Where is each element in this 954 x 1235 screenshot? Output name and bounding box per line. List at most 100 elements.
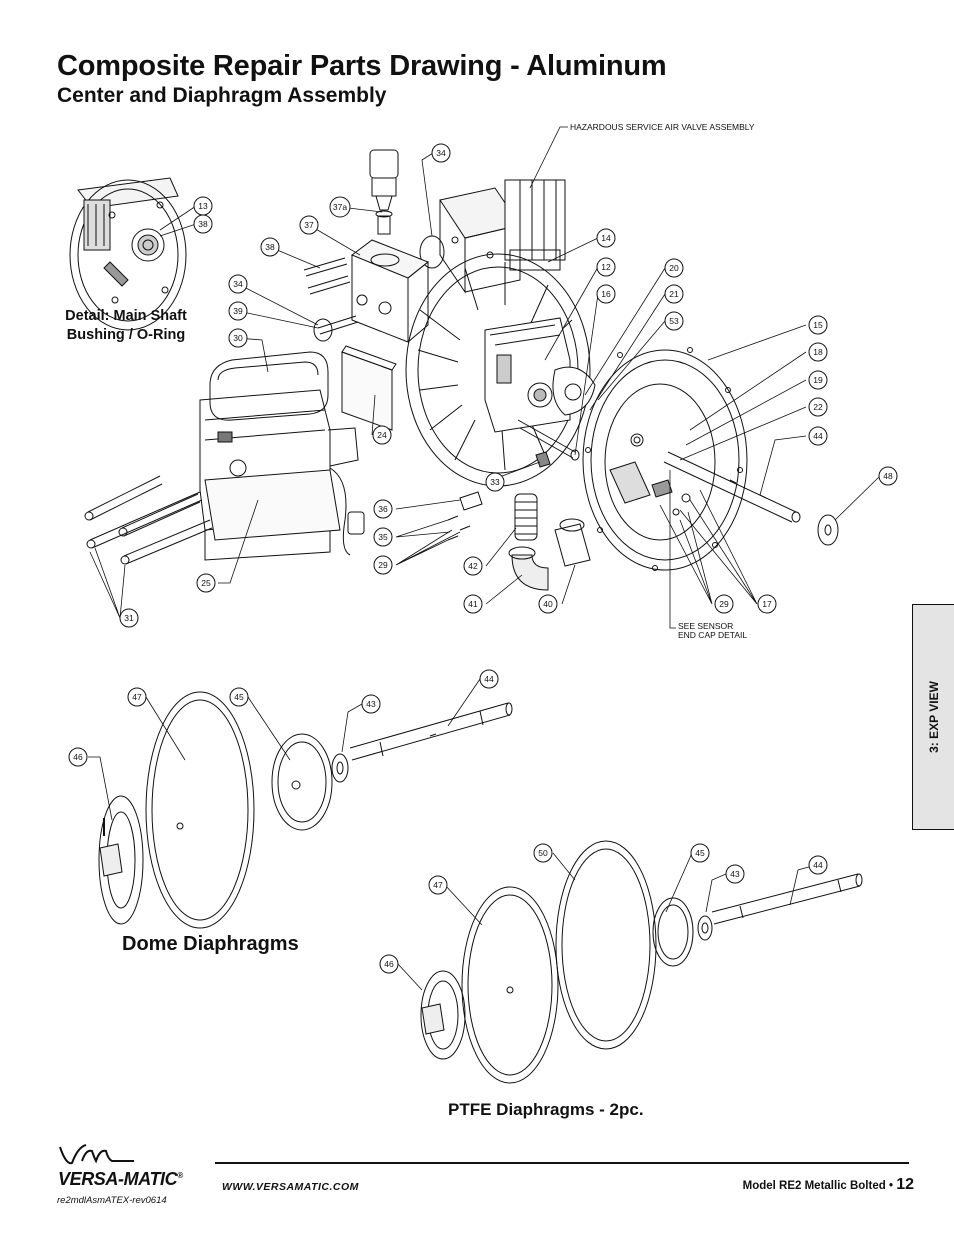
washer-48 [817, 514, 839, 546]
main-shaft-44 [663, 451, 801, 523]
fitting-40 [554, 518, 591, 567]
drawing-annotations: HAZARDOUS SERVICE AIR VALVE ASSEMBLY SEE… [570, 122, 755, 640]
callout-34: 34 [233, 279, 243, 289]
washer-43-ptfe [697, 915, 713, 941]
detail-label-line2: Bushing / O-Ring [66, 327, 186, 343]
callout-53: 53 [669, 316, 679, 326]
callout-20: 20 [669, 263, 679, 273]
callout-24: 24 [377, 430, 387, 440]
shaft-44-ptfe [711, 873, 861, 925]
callout-37a: 37a [333, 202, 347, 212]
brand-name: VERSA-MATIC [58, 1169, 178, 1189]
dome-diaphragm-47 [145, 691, 255, 929]
inner-piston-45 [271, 733, 333, 831]
callout-47-dome: 47 [132, 692, 142, 702]
footer-website-link[interactable]: WWW.VERSAMATIC.COM [222, 1181, 359, 1193]
callout-36: 36 [378, 504, 388, 514]
section-tab-label: 3: EXP VIEW [926, 681, 941, 753]
sensor-note-line2: END CAP DETAIL [678, 630, 747, 640]
hazardous-air-valve-block [439, 179, 566, 294]
callout-38-detail: 38 [198, 219, 208, 229]
callout-circles [68, 143, 898, 974]
callout-44-ptfe: 44 [813, 860, 823, 870]
ptfe-diaphragm-group [420, 840, 863, 1084]
callout-44-dome: 44 [484, 674, 494, 684]
callout-46-dome: 46 [73, 752, 83, 762]
inner-piston-45-ptfe [652, 897, 694, 967]
vm-script-icon [59, 1144, 134, 1165]
callout-14: 14 [601, 233, 611, 243]
section-tab[interactable]: 3: EXP VIEW [912, 604, 954, 830]
detail-main-shaft-bushing [69, 177, 187, 331]
sensor-note-line1: SEE SENSOR [678, 621, 733, 631]
shaft-44-dome [349, 702, 511, 761]
washer-48-hole [824, 524, 832, 536]
washer-43 [331, 753, 349, 783]
bumper-33 [535, 451, 551, 468]
brand-registered-mark: ® [177, 1171, 183, 1180]
callout-35: 35 [378, 532, 388, 542]
callout-17: 17 [762, 599, 772, 609]
dome-diaphragms-label: Dome Diaphragms [122, 933, 299, 955]
leader-lines [88, 126, 881, 991]
page-separator: • [888, 1180, 893, 1192]
callout-31: 31 [124, 613, 134, 623]
gasket-24 [341, 345, 397, 431]
page-title: Composite Repair Parts Drawing - Aluminu… [57, 50, 667, 82]
sensor-wire [329, 467, 365, 556]
air-chamber-housing [199, 351, 359, 561]
dome-diaphragm-group [98, 691, 513, 929]
bolts-38 [303, 257, 359, 335]
o-ring-39 [313, 318, 333, 342]
callout-37: 37 [304, 220, 314, 230]
elbow-41 [508, 546, 549, 591]
callout-43-ptfe: 43 [730, 869, 740, 879]
brand-wordmark: VERSA-MATIC® [58, 1169, 183, 1190]
callout-45-ptfe: 45 [695, 848, 705, 858]
callout-13: 13 [198, 201, 208, 211]
callout-16: 16 [601, 289, 611, 299]
long-bolts-31 [84, 475, 213, 565]
air-valve-cap [369, 149, 399, 235]
callout-50-ptfe: 50 [538, 848, 548, 858]
detail-label-line1: Detail: Main Shaft [65, 308, 187, 324]
callout-21: 21 [669, 289, 679, 299]
callout-22: 22 [813, 402, 823, 412]
page-number: 12 [896, 1176, 914, 1193]
ptfe-diaphragms-label: PTFE Diaphragms - 2pc. [448, 1100, 644, 1119]
callout-42: 42 [468, 561, 478, 571]
callout-29-right: 29 [719, 599, 729, 609]
screws-35-29 [447, 491, 483, 541]
callout-19: 19 [813, 375, 823, 385]
callout-41: 41 [468, 599, 478, 609]
outer-piston-46 [98, 795, 144, 925]
footer-rule [215, 1162, 909, 1164]
callout-43-dome: 43 [366, 699, 376, 709]
callout-30: 30 [233, 333, 243, 343]
ptfe-diaphragm-50 [555, 840, 657, 1050]
end-cap-flange [582, 347, 748, 571]
callout-48: 48 [883, 471, 893, 481]
callout-18: 18 [813, 347, 823, 357]
callout-numbers: 13 38 34 37a 37 38 34 39 30 14 12 16 20 … [73, 148, 893, 969]
pilot-sleeve [552, 366, 596, 416]
callout-33: 33 [490, 477, 500, 487]
footer-model: Model RE2 Metallic Bolted • 12 [743, 1176, 914, 1194]
callout-29-left: 29 [378, 560, 388, 570]
air-valve-body [350, 239, 429, 343]
callout-34-top: 34 [436, 148, 446, 158]
callout-40: 40 [543, 599, 553, 609]
document-code: re2mdlAsmATEX-rev0614 [57, 1195, 167, 1206]
shaft-bushing-16 [517, 419, 580, 461]
model-name: Model RE2 Metallic Bolted [742, 1180, 886, 1192]
callout-44: 44 [813, 431, 823, 441]
callout-25: 25 [201, 578, 211, 588]
center-section-housing [405, 253, 591, 487]
muffler-42 [514, 493, 538, 541]
callout-39: 39 [233, 306, 243, 316]
callout-15: 15 [813, 320, 823, 330]
callout-38: 38 [265, 242, 275, 252]
backup-diaphragm-47-ptfe [461, 886, 559, 1084]
callout-45-dome: 45 [234, 692, 244, 702]
